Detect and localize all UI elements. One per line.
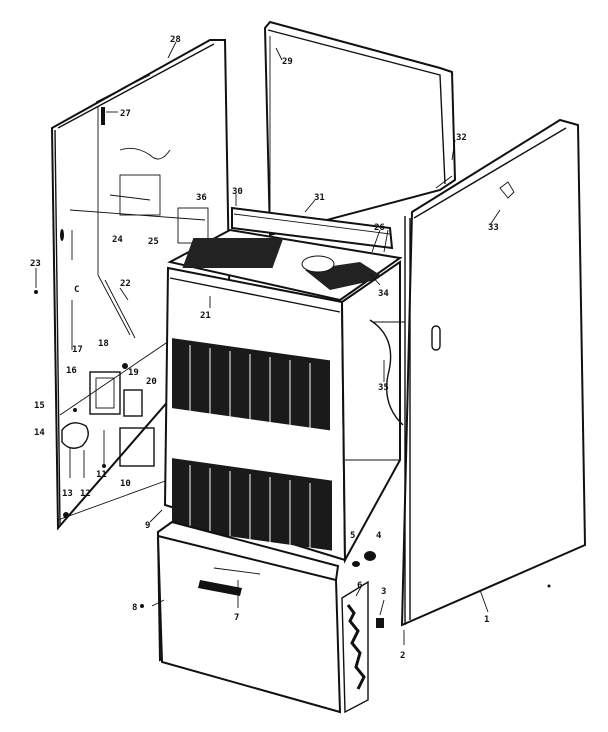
wire-harness: [369, 319, 404, 426]
label-8: 8: [132, 603, 137, 613]
label-c: C: [74, 285, 79, 295]
label-30: 30: [232, 187, 243, 197]
left-side-panel: [50, 39, 232, 531]
back-panel: [263, 20, 457, 237]
label-5: 5: [350, 531, 355, 541]
label-2: 2: [400, 651, 405, 661]
label-21: 21: [200, 311, 211, 321]
gas-valve-assembly: [61, 363, 155, 478]
label-26: 26: [374, 223, 385, 233]
label-22: 22: [120, 279, 131, 289]
label-4: 4: [376, 531, 382, 541]
label-17: 17: [72, 345, 83, 355]
leader-lines: [35, 41, 501, 645]
label-3: 3: [381, 587, 386, 597]
label-13: 13: [62, 489, 73, 499]
label-18: 18: [98, 339, 109, 349]
label-28: 28: [170, 35, 181, 45]
label-10: 10: [120, 479, 131, 489]
label-35: 35: [378, 383, 389, 393]
top-cover-assembly: [167, 206, 403, 302]
label-34: 34: [378, 289, 389, 299]
part-6: [364, 551, 376, 561]
part-3: [376, 618, 384, 628]
label-19: 19: [128, 368, 139, 378]
label-14: 14: [34, 428, 45, 438]
label-7: 7: [234, 613, 239, 623]
label-16: 16: [66, 366, 77, 376]
label-25: 25: [148, 237, 159, 247]
label-33: 33: [488, 223, 499, 233]
front-cabinet: [163, 260, 401, 564]
label-24: 24: [112, 235, 123, 245]
label-31: 31: [314, 193, 325, 203]
label-27: 27: [120, 109, 131, 119]
label-20: 20: [146, 377, 157, 387]
label-9: 9: [145, 521, 150, 531]
right-side-panel: [400, 118, 587, 627]
lower-door: [156, 520, 342, 714]
control-access-panel: [341, 580, 369, 714]
label-29: 29: [282, 57, 293, 67]
label-12: 12: [80, 489, 91, 499]
label-15: 15: [34, 401, 45, 411]
label-6: 6: [357, 581, 362, 591]
part-5: [352, 561, 360, 567]
label-23: 23: [30, 259, 41, 269]
part-labels: 1 2 3 4 5 6 7 8 9 10 11 12 13 14 15 16 1…: [30, 35, 499, 661]
label-1: 1: [484, 615, 489, 625]
label-36: 36: [196, 193, 207, 203]
label-32: 32: [456, 133, 467, 143]
label-11: 11: [96, 470, 107, 480]
